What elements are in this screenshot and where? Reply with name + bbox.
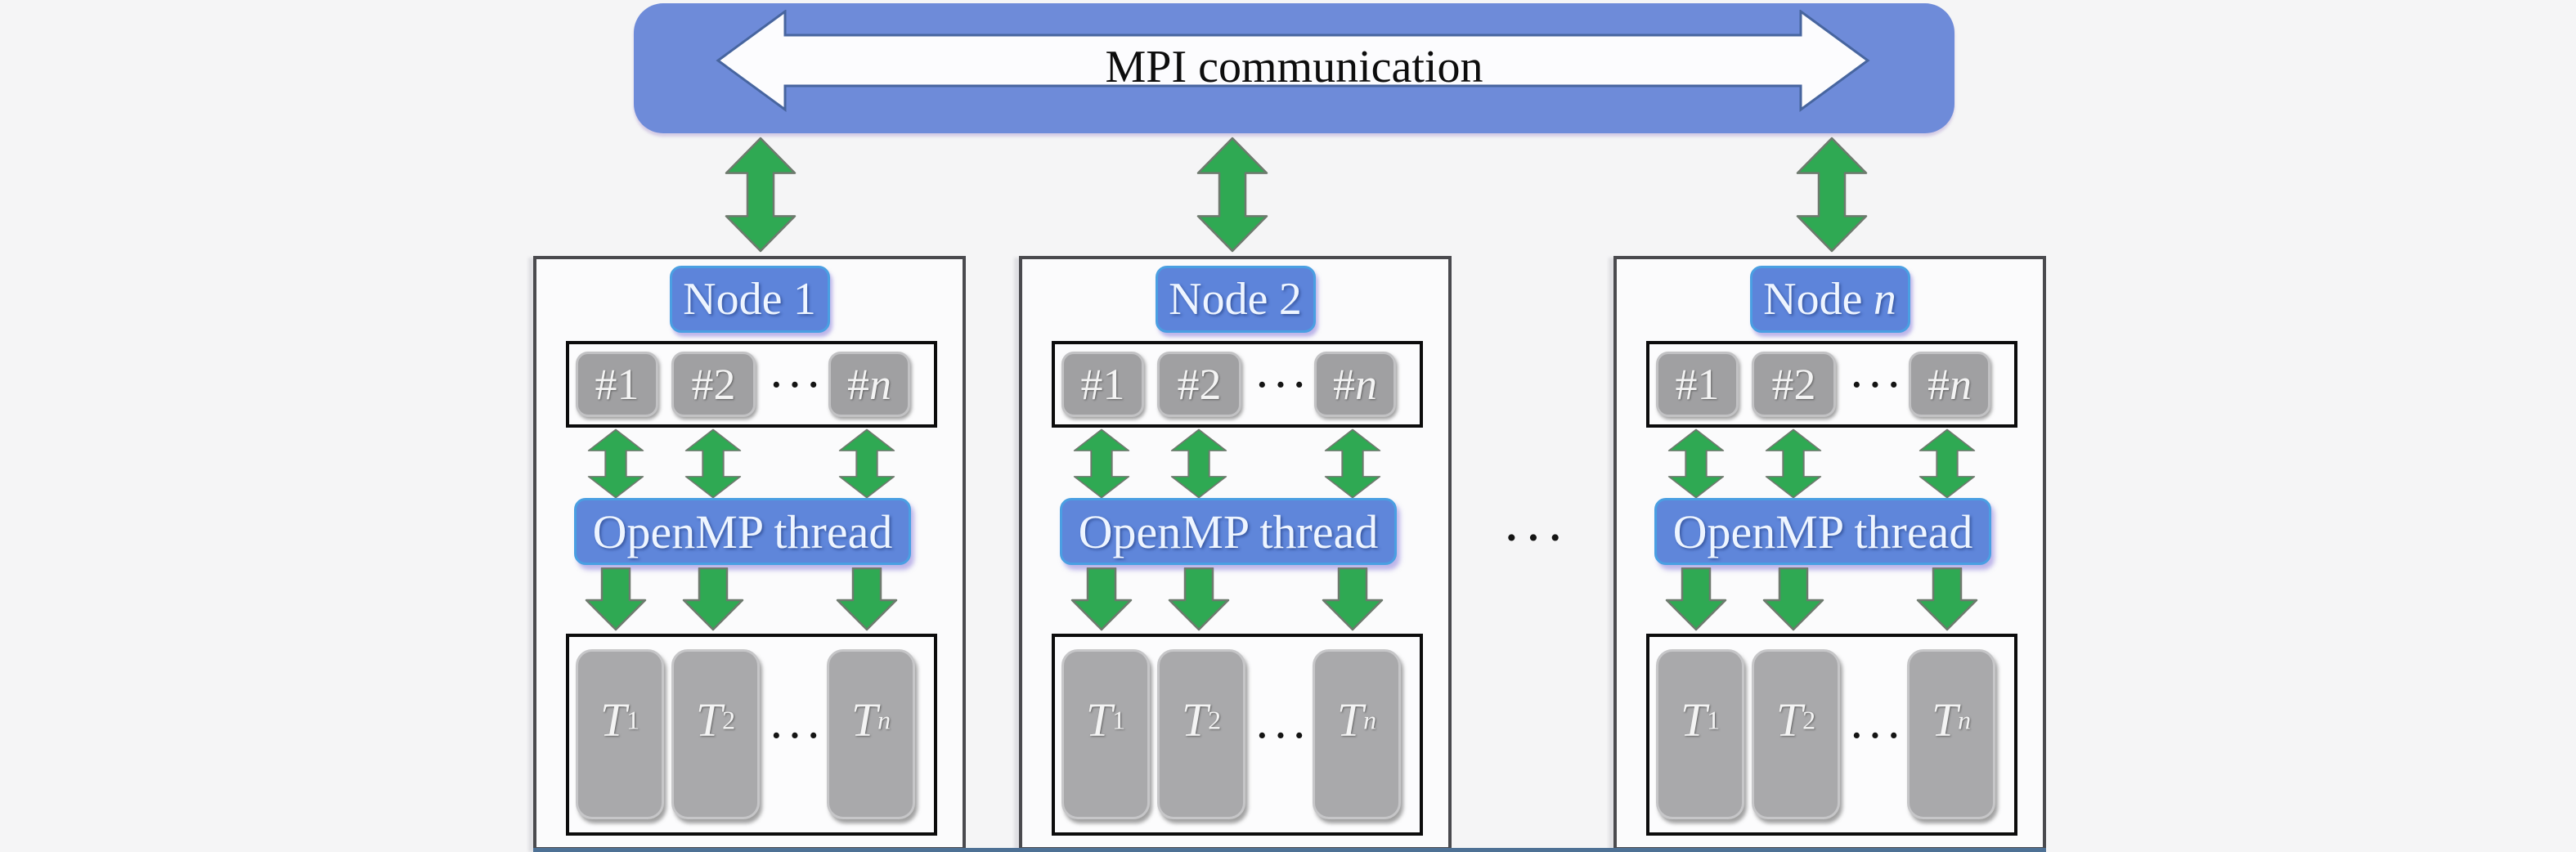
thread-index: 2	[1802, 705, 1816, 735]
core-n-index: n	[1355, 360, 1377, 409]
thread-symbol: T	[1181, 693, 1209, 747]
thread-symbol: T	[1336, 693, 1364, 747]
core-openmp-arrow-icon	[1765, 428, 1822, 499]
node-1-title: Node 1	[669, 266, 830, 333]
core-chip-n: #n	[828, 352, 910, 417]
core-chip-1: #1	[576, 352, 658, 417]
core-chip-n: #n	[1909, 352, 1990, 417]
cores-ellipsis: ···	[1255, 364, 1313, 405]
openmp-thread-label: OpenMP thread	[1654, 498, 1991, 565]
core-openmp-arrow-icon	[684, 428, 742, 499]
thread-symbol: T	[1931, 693, 1959, 747]
core-openmp-arrow-icon	[838, 428, 895, 499]
thread-index: 1	[1707, 705, 1721, 735]
core-openmp-arrow-icon	[1170, 428, 1227, 499]
core-n-index: n	[1950, 360, 1972, 409]
core-chip-2: #2	[1157, 352, 1241, 417]
thread-index: 1	[626, 705, 640, 735]
noden-link-arrow-icon	[1796, 137, 1868, 253]
openmp-thread-arrow-icon	[1168, 567, 1230, 631]
openmp-thread-arrow-icon	[1070, 567, 1133, 631]
node1-link-arrow-icon	[725, 137, 797, 253]
openmp-thread-arrow-icon	[1322, 567, 1384, 631]
thread-index: n	[1363, 705, 1377, 735]
core-openmp-arrow-icon	[1073, 428, 1130, 499]
core-chip-2: #2	[1752, 352, 1836, 417]
thread-index: 1	[1112, 705, 1126, 735]
thread-symbol: T	[1085, 693, 1113, 747]
hash-sign: #	[1928, 360, 1950, 409]
threads-ellipsis: ···	[1850, 715, 1907, 756]
core-chip-1: #1	[1656, 352, 1739, 417]
mpi-communication-label: MPI communication	[1105, 41, 1483, 92]
node-title-prefix: Node	[1169, 274, 1268, 325]
openmp-thread-arrow-icon	[1665, 567, 1727, 631]
threads-ellipsis: ···	[770, 715, 827, 756]
hash-sign: #	[847, 360, 869, 409]
openmp-thread-label: OpenMP thread	[1060, 498, 1397, 565]
node-2-title: Node 2	[1155, 266, 1316, 333]
openmp-thread-arrow-icon	[836, 567, 898, 631]
core-chip-n: #n	[1314, 352, 1396, 417]
mpi-double-arrow-icon	[716, 10, 1870, 112]
hash-sign: #	[1333, 360, 1355, 409]
core-openmp-arrow-icon	[1667, 428, 1725, 499]
thread-index: n	[877, 705, 891, 735]
openmp-thread-label: OpenMP thread	[574, 498, 911, 565]
node-n-title: Node n	[1749, 266, 1910, 333]
node-title-number: 2	[1278, 274, 1302, 325]
core-chip-2: #2	[671, 352, 756, 417]
openmp-thread-arrow-icon	[1916, 567, 1978, 631]
threads-ellipsis: ···	[1255, 715, 1313, 756]
thread-symbol: T	[1775, 693, 1803, 747]
thread-index: 2	[1208, 705, 1222, 735]
core-openmp-arrow-icon	[587, 428, 644, 499]
thread-symbol: T	[599, 693, 627, 747]
mpi-communication-banner: MPI communication	[634, 3, 1954, 133]
node-title-prefix: Node	[1763, 274, 1863, 325]
openmp-thread-arrow-icon	[585, 567, 647, 631]
core-openmp-arrow-icon	[1919, 428, 1976, 499]
bottom-rule	[533, 848, 2046, 852]
cores-ellipsis: ···	[1850, 364, 1907, 405]
inter-node-ellipsis: ···	[1504, 514, 1571, 560]
cores-ellipsis: ···	[770, 364, 827, 405]
thread-index: n	[1958, 705, 1972, 735]
thread-index: 2	[722, 705, 736, 735]
thread-symbol: T	[695, 693, 723, 747]
node-title-prefix: Node	[683, 274, 783, 325]
openmp-thread-arrow-icon	[1762, 567, 1824, 631]
thread-symbol: T	[850, 693, 878, 747]
openmp-thread-arrow-icon	[682, 567, 744, 631]
core-openmp-arrow-icon	[1324, 428, 1381, 499]
node-title-number: n	[1873, 274, 1896, 325]
core-n-index: n	[869, 360, 891, 409]
cores-box: #1 #2 ··· #n	[1052, 341, 1423, 428]
thread-symbol: T	[1680, 693, 1708, 747]
node-title-number: 1	[792, 274, 816, 325]
cores-box: #1 #2 ··· #n	[566, 341, 937, 428]
core-chip-1: #1	[1061, 352, 1144, 417]
node2-link-arrow-icon	[1196, 137, 1268, 253]
cores-box: #1 #2 ··· #n	[1646, 341, 2017, 428]
